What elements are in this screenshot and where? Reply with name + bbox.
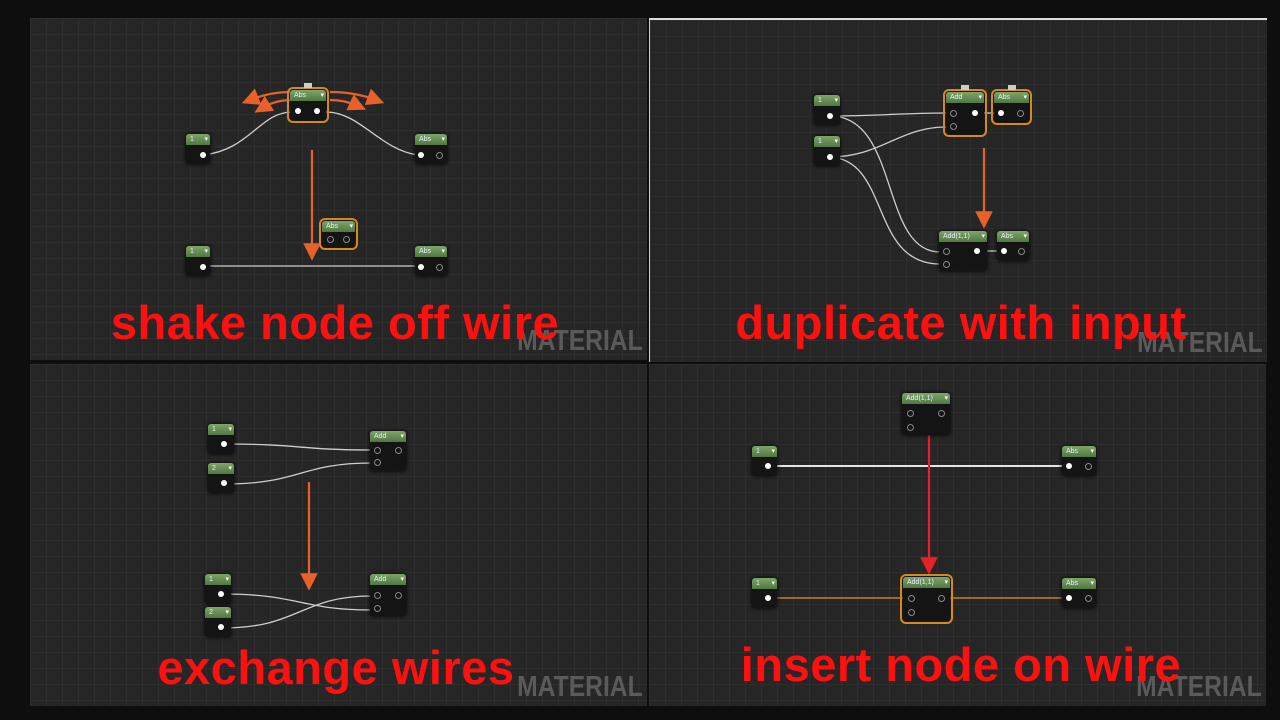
pin-icon[interactable] bbox=[827, 113, 833, 119]
pin-icon[interactable] bbox=[1066, 595, 1072, 601]
pin-icon[interactable] bbox=[436, 152, 443, 159]
abs-node[interactable]: Abs bbox=[1062, 446, 1096, 476]
abs-node-duplicate[interactable]: Abs bbox=[997, 231, 1029, 261]
pin-icon[interactable] bbox=[374, 592, 381, 599]
pin-icon[interactable] bbox=[1001, 248, 1007, 254]
constant-node[interactable]: 2 bbox=[205, 607, 231, 637]
pin-icon[interactable] bbox=[295, 108, 301, 114]
pin-icon[interactable] bbox=[1018, 248, 1025, 255]
material-watermark: MATERIAL bbox=[1136, 671, 1262, 703]
constant-node[interactable]: 1 bbox=[208, 424, 234, 454]
abs-node[interactable]: Abs bbox=[991, 85, 1032, 125]
graph-panel-insert[interactable]: MATERIAL bbox=[649, 364, 1266, 706]
pin-icon[interactable] bbox=[938, 595, 945, 602]
caption-exchange-wires: exchange wires bbox=[157, 641, 515, 694]
constant-node[interactable]: 1 bbox=[186, 246, 210, 276]
pin-icon[interactable] bbox=[343, 236, 350, 243]
pin-icon[interactable] bbox=[908, 595, 915, 602]
pin-icon[interactable] bbox=[218, 591, 224, 597]
pin-icon[interactable] bbox=[1085, 595, 1092, 602]
pin-icon[interactable] bbox=[218, 624, 224, 630]
abs-node[interactable]: Abs bbox=[415, 246, 447, 276]
pin-icon[interactable] bbox=[418, 264, 424, 270]
pin-icon[interactable] bbox=[938, 410, 945, 417]
caption-shake-node: shake node off wire bbox=[110, 296, 560, 349]
caption-insert-node: insert node on wire bbox=[740, 638, 1182, 691]
pin-icon[interactable] bbox=[943, 261, 950, 268]
pin-icon[interactable] bbox=[374, 447, 381, 454]
pin-icon[interactable] bbox=[395, 447, 402, 454]
material-watermark: MATERIAL bbox=[1137, 327, 1263, 359]
abs-node[interactable]: Abs bbox=[1062, 578, 1096, 608]
add-node[interactable]: Add(1,1) bbox=[902, 393, 950, 435]
pin-icon[interactable] bbox=[998, 110, 1004, 116]
pin-icon[interactable] bbox=[1017, 110, 1024, 117]
abs-node[interactable]: Abs bbox=[415, 134, 447, 164]
detached-node[interactable]: Abs bbox=[319, 218, 358, 250]
pin-icon[interactable] bbox=[943, 248, 950, 255]
pin-icon[interactable] bbox=[908, 609, 915, 616]
graph-panel-exchange[interactable]: MATERIAL bbox=[30, 364, 647, 706]
pin-icon[interactable] bbox=[395, 592, 402, 599]
add-node[interactable]: Add bbox=[943, 85, 987, 137]
caption-duplicate: duplicate with input bbox=[735, 296, 1187, 349]
pin-icon[interactable] bbox=[950, 123, 957, 130]
pin-icon[interactable] bbox=[221, 480, 227, 486]
pin-icon[interactable] bbox=[907, 424, 914, 431]
node-tab-icon bbox=[1007, 85, 1016, 90]
constant-node[interactable]: 1 bbox=[186, 134, 210, 164]
pin-icon[interactable] bbox=[950, 110, 957, 117]
pin-icon[interactable] bbox=[1066, 463, 1072, 469]
pin-icon[interactable] bbox=[765, 463, 771, 469]
pin-icon[interactable] bbox=[221, 441, 227, 447]
pin-icon[interactable] bbox=[327, 236, 334, 243]
pin-icon[interactable] bbox=[972, 110, 978, 116]
pin-icon[interactable] bbox=[765, 595, 771, 601]
add-node-duplicate[interactable]: Add(1,1) bbox=[939, 231, 987, 271]
constant-node[interactable]: 2 bbox=[208, 463, 234, 493]
constant-node[interactable]: 1 bbox=[205, 574, 231, 604]
constant-node[interactable]: 1 bbox=[814, 95, 840, 125]
material-watermark: MATERIAL bbox=[517, 671, 643, 703]
pin-icon[interactable] bbox=[974, 248, 980, 254]
constant-node[interactable]: 1 bbox=[752, 578, 777, 608]
node-tab-icon bbox=[304, 83, 312, 88]
inserted-add-node[interactable]: Add(1,1) bbox=[900, 574, 953, 624]
pin-icon[interactable] bbox=[907, 410, 914, 417]
constant-node[interactable]: 1 bbox=[814, 136, 840, 166]
material-watermark: MATERIAL bbox=[517, 325, 643, 357]
pin-icon[interactable] bbox=[827, 154, 833, 160]
graph-panel-shake[interactable]: MATERIAL bbox=[30, 18, 647, 360]
pin-icon[interactable] bbox=[374, 605, 381, 612]
pin-icon[interactable] bbox=[314, 108, 320, 114]
node-tab-icon bbox=[961, 85, 969, 90]
shaken-node[interactable]: Abs bbox=[287, 83, 329, 123]
graph-panel-duplicate[interactable]: MATERIAL bbox=[649, 18, 1267, 362]
add-node[interactable]: Add bbox=[370, 574, 406, 616]
pin-icon[interactable] bbox=[374, 459, 381, 466]
pin-icon[interactable] bbox=[200, 264, 206, 270]
pin-icon[interactable] bbox=[436, 264, 443, 271]
pin-icon[interactable] bbox=[1085, 463, 1092, 470]
pin-icon[interactable] bbox=[418, 152, 424, 158]
add-node[interactable]: Add bbox=[370, 431, 406, 471]
constant-node[interactable]: 1 bbox=[752, 446, 777, 476]
pin-icon[interactable] bbox=[200, 152, 206, 158]
